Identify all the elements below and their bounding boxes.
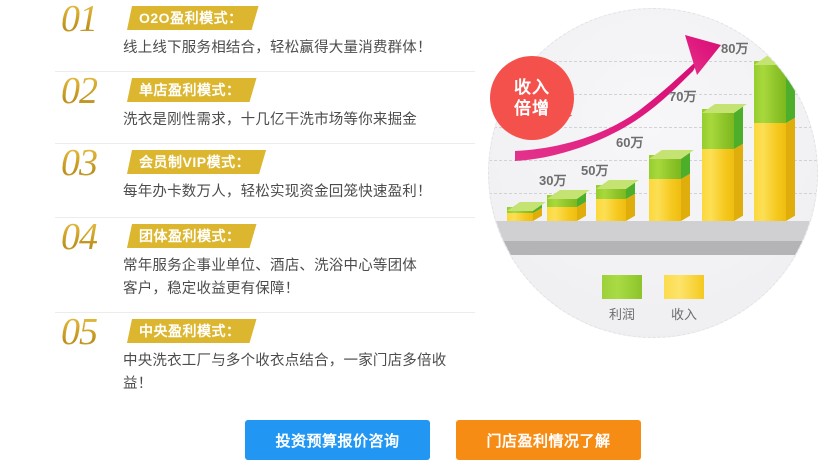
feature-tag: O2O盈利模式： <box>127 6 259 30</box>
feature-tag: 团体盈利模式： <box>127 224 257 248</box>
speech-bubble-line1: 收入 <box>514 78 550 97</box>
feature-number: 01 <box>61 0 98 40</box>
chart-circle-background: 30万 50万 <box>488 8 818 338</box>
feature-number: 05 <box>61 311 98 353</box>
feature-tag-wrap: O2O盈利模式： <box>127 0 475 30</box>
feature-item: 02 单店盈利模式： 洗衣是刚性需求，十几亿干洗市场等你来掘金 <box>55 72 475 144</box>
bar-face-front <box>702 149 734 221</box>
bar-face-side <box>786 117 795 221</box>
chart-ground <box>489 221 817 241</box>
feature-description: 线上线下服务相结合，轻松赢得大量消费群体！ <box>123 40 432 56</box>
bar-value-label: 70万 <box>669 89 697 104</box>
feature-tag: 会员制VIP模式： <box>127 150 266 174</box>
feature-tag-wrap: 中央盈利模式： <box>127 313 475 343</box>
feature-number: 02 <box>61 70 98 112</box>
bar-segment-profit <box>507 201 546 213</box>
feature-item: 03 会员制VIP模式： 每年办卡数万人，轻松实现资金回笼快速盈利！ <box>55 144 475 218</box>
chart-bar <box>649 149 694 221</box>
bar-face-front <box>596 199 626 221</box>
bar-segment-profit <box>649 149 694 179</box>
bar-segment-revenue <box>649 173 690 221</box>
bar-segment-profit <box>702 103 747 149</box>
legend-label-revenue: 收入 <box>670 307 697 322</box>
chart-bar <box>547 189 590 221</box>
feature-number: 03 <box>61 142 98 184</box>
legend-swatch-profit <box>602 275 642 299</box>
feature-tag-wrap: 单店盈利模式： <box>127 72 475 102</box>
bar-value-label: 30万 <box>539 173 567 188</box>
chart-bar <box>596 179 639 221</box>
feature-number: 04 <box>61 216 98 258</box>
bar-face-side <box>681 173 690 221</box>
cta-button-row: 投资预算报价咨询 门店盈利情况了解 <box>245 420 641 460</box>
feature-tag: 中央盈利模式： <box>127 319 257 343</box>
chart-gridline <box>489 61 817 62</box>
bar-segment-profit <box>754 55 799 123</box>
store-profit-info-button[interactable]: 门店盈利情况了解 <box>456 420 641 460</box>
bar-face-front <box>754 123 786 221</box>
bar-segment-profit <box>547 189 590 207</box>
speech-bubble: 收入 倍增 <box>490 56 574 140</box>
bar-segment-revenue <box>547 201 586 221</box>
feature-tag-wrap: 团体盈利模式： <box>127 218 475 248</box>
bar-value-label: 80万 <box>721 41 749 56</box>
chart-ground-shadow <box>489 241 817 255</box>
feature-item: 04 团体盈利模式： 常年服务企事业单位、酒店、洗浴中心等团体 客户，稳定收益更… <box>55 218 475 313</box>
bar-face-side <box>786 55 795 123</box>
bar-segment-profit <box>596 179 639 199</box>
bar-face-front <box>754 61 786 123</box>
bar-segment-revenue <box>754 117 795 221</box>
legend-swatch-revenue <box>664 275 704 299</box>
revenue-growth-chart: 30万 50万 <box>488 8 818 398</box>
legend-label-profit: 利润 <box>608 307 635 322</box>
chart-legend: 利润 收入 <box>489 275 817 323</box>
chart-gridline <box>489 94 817 95</box>
chart-gridline <box>489 127 817 128</box>
bar-face-front <box>507 213 533 221</box>
feature-description: 每年办卡数万人，轻松实现资金回笼快速盈利！ <box>123 184 432 200</box>
investment-quote-button[interactable]: 投资预算报价咨询 <box>245 420 430 460</box>
bar-face-front <box>547 207 577 221</box>
feature-item: 01 O2O盈利模式： 线上线下服务相结合，轻松赢得大量消费群体！ <box>55 0 475 72</box>
chart-bar <box>507 201 546 221</box>
chart-bar <box>702 103 747 221</box>
bar-value-label: 60万 <box>616 135 644 150</box>
feature-tag: 单店盈利模式： <box>127 78 257 102</box>
bar-face-front <box>702 109 734 149</box>
legend-item-revenue: 收入 <box>664 275 704 323</box>
bar-face-front <box>649 155 681 179</box>
feature-description: 中央洗衣工厂与多个收衣点结合，一家门店多倍收益！ <box>123 353 447 392</box>
feature-tag-wrap: 会员制VIP模式： <box>127 144 475 174</box>
growth-arrow-icon <box>515 35 721 161</box>
bar-segment-revenue <box>507 207 542 221</box>
legend-item-profit: 利润 <box>602 275 642 323</box>
bar-segment-revenue <box>702 143 743 221</box>
feature-item: 05 中央盈利模式： 中央洗衣工厂与多个收衣点结合，一家门店多倍收益！ <box>55 311 475 392</box>
bar-face-front <box>649 179 681 221</box>
bar-face-side <box>734 143 743 221</box>
chart-bar <box>754 55 799 221</box>
feature-description: 洗衣是刚性需求，十几亿干洗市场等你来掘金 <box>123 112 417 128</box>
feature-description: 常年服务企事业单位、酒店、洗浴中心等团体 客户，稳定收益更有保障！ <box>123 258 417 297</box>
bar-value-label: 50万 <box>581 163 609 178</box>
feature-list: 01 O2O盈利模式： 线上线下服务相结合，轻松赢得大量消费群体！ 02 单店盈… <box>55 0 475 404</box>
bar-segment-revenue <box>596 193 635 221</box>
speech-bubble-line2: 倍增 <box>514 99 550 118</box>
